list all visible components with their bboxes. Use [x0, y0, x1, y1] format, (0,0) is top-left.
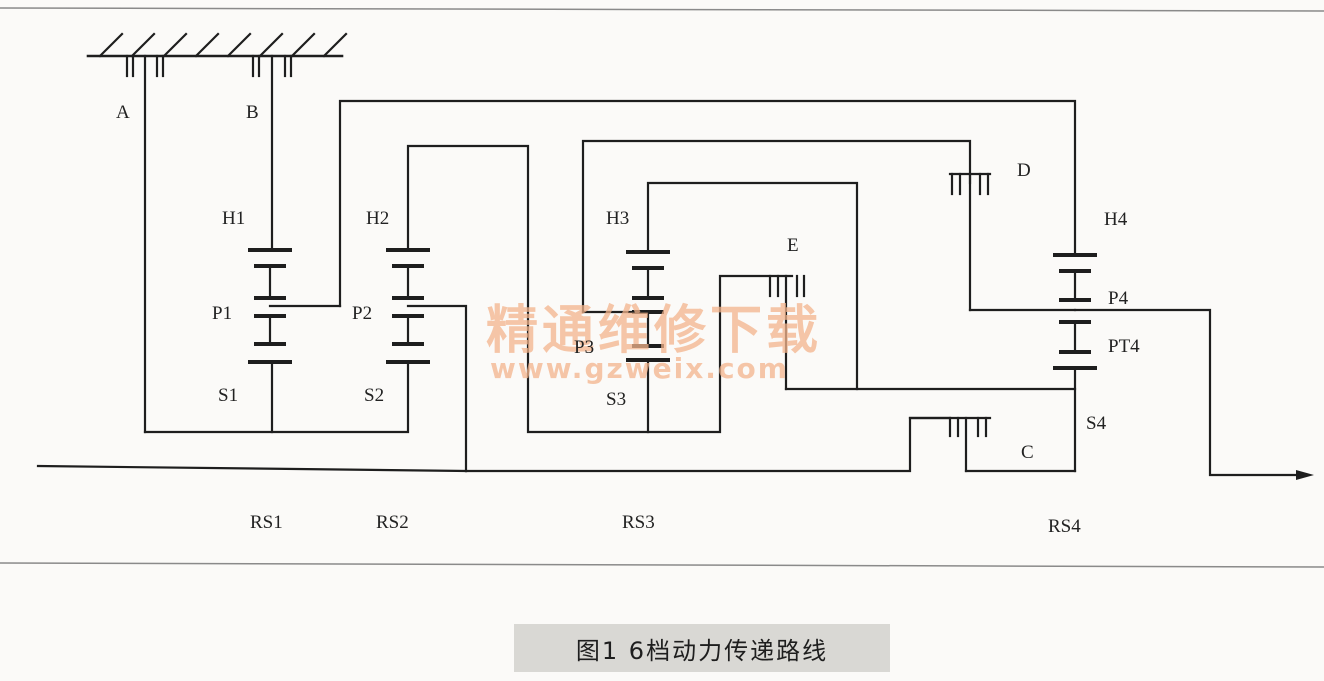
- planetary-set-rs1: [248, 248, 342, 434]
- planetary-set-rs2: [386, 144, 794, 473]
- clutch-e: [768, 274, 859, 391]
- watermark-url: www.gzweix.com: [490, 352, 789, 385]
- label-rs4: RS4: [1048, 516, 1081, 537]
- label-s4: S4: [1086, 413, 1107, 434]
- clutch-d: [948, 172, 992, 312]
- p1-h4-link: [338, 99, 1077, 308]
- planetary-set-rs3: [581, 139, 1077, 434]
- label-h2: H2: [366, 208, 389, 229]
- frame-top-line: [0, 7, 1324, 12]
- clutch-c: [908, 416, 1077, 473]
- watermark-text: 精通维修下载: [486, 301, 822, 361]
- label-rs2: RS2: [376, 512, 409, 533]
- output-shaft: [1073, 308, 1302, 477]
- housing-ground: [86, 32, 348, 58]
- label-s3: S3: [606, 389, 626, 410]
- label-p4: P4: [1108, 288, 1129, 309]
- label-pt4: PT4: [1108, 336, 1140, 357]
- figure-caption-text: 图1 6档动力传递路线: [575, 636, 829, 665]
- label-rs1: RS1: [250, 512, 283, 533]
- label-c: C: [1021, 442, 1034, 463]
- label-e: E: [787, 235, 799, 256]
- output-arrow: [1296, 470, 1314, 480]
- label-h4: H4: [1104, 209, 1128, 230]
- label-p3: P3: [574, 337, 594, 358]
- label-s1: S1: [218, 385, 238, 406]
- label-s2: S2: [364, 385, 384, 406]
- brake-a: [125, 54, 165, 434]
- s1-s2-link: [143, 360, 410, 434]
- input-shaft: [36, 464, 468, 473]
- label-h3: H3: [606, 208, 629, 229]
- label-p1: P1: [212, 303, 232, 324]
- label-rs3: RS3: [622, 512, 655, 533]
- brake-b: [251, 54, 293, 252]
- label-p2: P2: [352, 303, 372, 324]
- planetary-set-rs4: [968, 253, 1097, 473]
- figure-caption: 图1 6档动力传递路线: [514, 624, 890, 672]
- label-d: D: [1017, 160, 1031, 181]
- label-h1: H1: [222, 208, 245, 229]
- label-b: B: [246, 102, 259, 123]
- input-shaft-to-c: [464, 416, 952, 473]
- label-a: A: [116, 102, 130, 123]
- frame-bottom-line: [0, 562, 1324, 568]
